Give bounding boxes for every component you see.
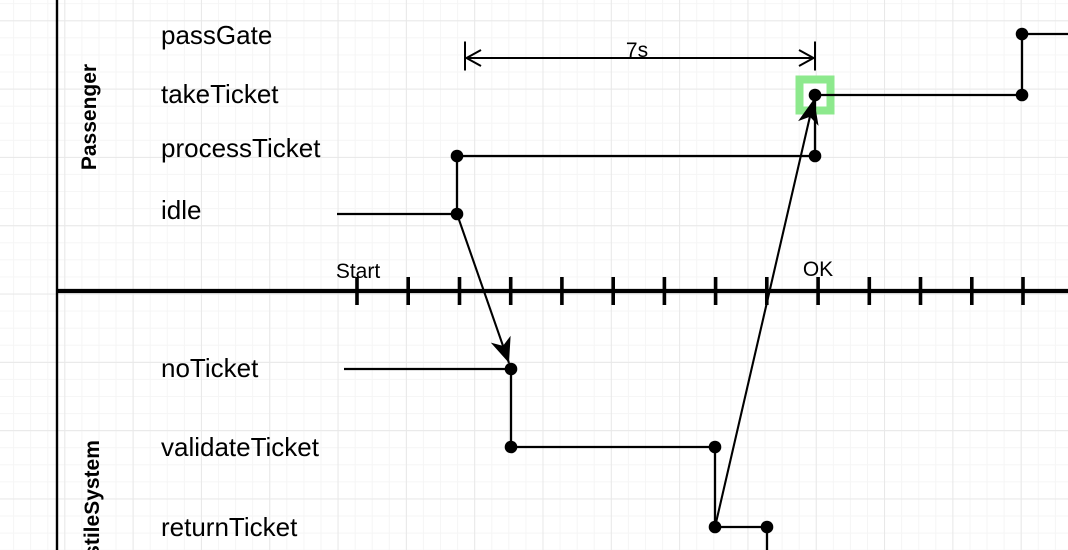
- turnstile-waveform[interactable]: [344, 362, 774, 550]
- timeline-ticks: [355, 277, 1025, 305]
- selected-endpoint-dot[interactable]: [808, 88, 822, 102]
- lifeline-label-passenger[interactable]: Passenger: [78, 64, 101, 170]
- waypoint-dot[interactable]: [1015, 27, 1029, 41]
- turnstile-state-line[interactable]: [344, 367, 769, 550]
- waypoint-dot[interactable]: [504, 362, 518, 376]
- waypoint-dot[interactable]: [708, 440, 722, 454]
- axis-label-start[interactable]: Start: [336, 260, 381, 283]
- state-label-taketicket[interactable]: takeTicket: [161, 79, 279, 109]
- duration-constraint[interactable]: 7s: [464, 39, 816, 71]
- duration-open-arrowheads: [464, 49, 816, 67]
- state-label-validateticket[interactable]: validateTicket: [161, 432, 320, 462]
- duration-constraint-label[interactable]: 7s: [626, 39, 648, 62]
- timeline-axis[interactable]: [57, 277, 1068, 305]
- state-label-returnticket[interactable]: returnTicket: [161, 512, 298, 542]
- axis-label-ok[interactable]: OK: [803, 258, 833, 281]
- duration-bracket-lines[interactable]: [464, 41, 816, 71]
- state-label-noticket[interactable]: noTicket: [161, 353, 259, 383]
- waypoint-dot[interactable]: [450, 149, 464, 163]
- message-arrow-return-to-taketicket[interactable]: [713, 98, 819, 528]
- state-label-passgate[interactable]: passGate: [161, 20, 272, 50]
- waypoint-dot[interactable]: [1015, 88, 1029, 102]
- lifeline-label-turnstilesystem[interactable]: TurnstileSystem: [81, 440, 104, 550]
- waypoint-dot[interactable]: [504, 440, 518, 454]
- waypoint-dot[interactable]: [760, 520, 774, 534]
- message-arrow-idle-to-noticket[interactable]: [456, 213, 511, 364]
- waypoint-dot[interactable]: [808, 149, 822, 163]
- passenger-waveform[interactable]: [337, 27, 1068, 221]
- passenger-state-line[interactable]: [337, 32, 1068, 216]
- state-label-processticket[interactable]: processTicket: [161, 133, 321, 163]
- state-label-idle[interactable]: idle: [161, 195, 201, 225]
